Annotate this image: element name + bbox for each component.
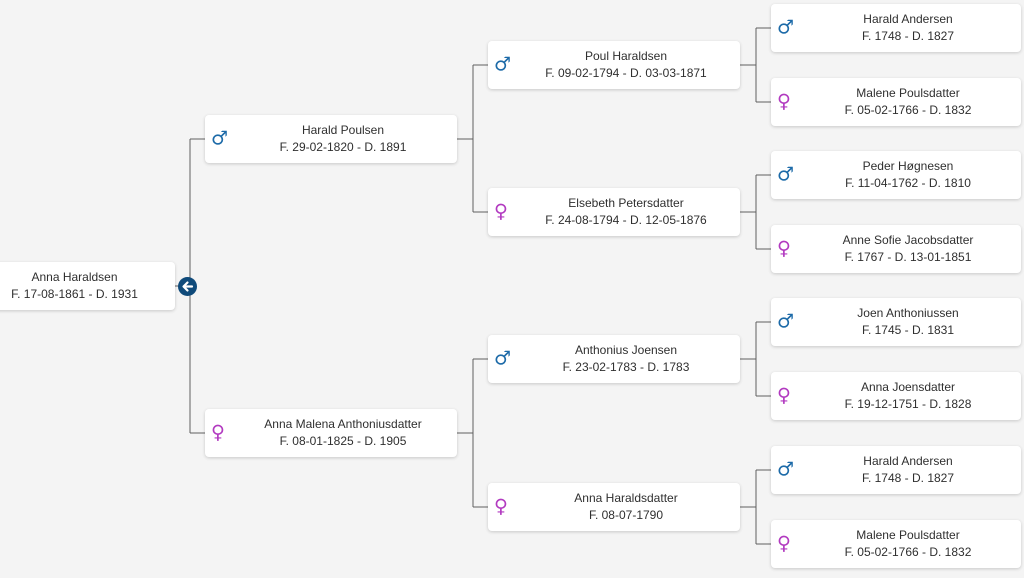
person-dates: F. 24-08-1794 - D. 12-05-1876 <box>545 213 707 227</box>
person-card-gen3-5[interactable]: ♀ Anna Joensdatter F. 19-12-1751 - D. 18… <box>771 372 1021 420</box>
person-card-gen3-4[interactable]: ♂ Joen Anthoniussen F. 1745 - D. 1831 <box>771 298 1021 346</box>
female-icon: ♀ <box>211 421 225 444</box>
male-icon: ♂ <box>777 310 795 333</box>
person-name: Peder Høgnesen <box>862 159 954 173</box>
person-name: Malene Poulsdatter <box>856 528 960 542</box>
person-name: Joen Anthoniussen <box>857 306 959 320</box>
person-name: Poul Haraldsen <box>584 49 668 63</box>
person-dates: F. 1745 - D. 1831 <box>861 323 955 337</box>
person-name: Harald Andersen <box>863 12 953 26</box>
person-card-gen3-3[interactable]: ♀ Anne Sofie Jacobsdatter F. 1767 - D. 1… <box>771 225 1021 273</box>
person-dates: F. 1748 - D. 1827 <box>861 29 955 43</box>
person-info: Anna Haraldsen F. 17-08-1861 - D. 1931 <box>0 269 169 303</box>
female-icon: ♀ <box>777 237 791 260</box>
male-icon: ♂ <box>494 53 512 76</box>
person-dates: F. 29-02-1820 - D. 1891 <box>279 140 407 154</box>
connector-gen1-bottom <box>457 358 488 508</box>
person-card-gen3-1[interactable]: ♀ Malene Poulsdatter F. 05-02-1766 - D. … <box>771 78 1021 126</box>
person-dates: F. 11-04-1762 - D. 1810 <box>845 176 971 190</box>
person-dates: F. 23-02-1783 - D. 1783 <box>562 360 690 374</box>
person-card-gen1-1[interactable]: ♀ Anna Malena Anthoniusdatter F. 08-01-1… <box>205 409 457 457</box>
female-icon: ♀ <box>494 200 508 223</box>
female-icon: ♀ <box>777 384 791 407</box>
person-card-gen2-2[interactable]: ♂ Anthonius Joensen F. 23-02-1783 - D. 1… <box>488 335 740 383</box>
connector-gen2-d <box>740 469 771 545</box>
connector-gen1-top <box>457 64 488 213</box>
person-card-gen2-0[interactable]: ♂ Poul Haraldsen F. 09-02-1794 - D. 03-0… <box>488 41 740 89</box>
person-card-gen3-0[interactable]: ♂ Harald Andersen F. 1748 - D. 1827 <box>771 4 1021 52</box>
person-name: Anna Haraldsdatter <box>574 491 678 505</box>
person-dates: F. 19-12-1751 - D. 1828 <box>844 397 972 411</box>
person-card-gen3-6[interactable]: ♂ Harald Andersen F. 1748 - D. 1827 <box>771 446 1021 494</box>
person-name: Harald Poulsen <box>301 123 385 137</box>
person-name: Elsebeth Petersdatter <box>568 196 684 210</box>
person-card-root[interactable]: Anna Haraldsen F. 17-08-1861 - D. 1931 <box>0 262 175 310</box>
male-icon: ♂ <box>777 16 795 39</box>
person-dates: F. 08-01-1825 - D. 1905 <box>279 434 407 448</box>
person-card-gen3-2[interactable]: ♂ Peder Høgnesen F. 11-04-1762 - D. 1810 <box>771 151 1021 199</box>
person-card-gen2-1[interactable]: ♀ Elsebeth Petersdatter F. 24-08-1794 - … <box>488 188 740 236</box>
person-name: Anna Malena Anthoniusdatter <box>264 417 422 431</box>
back-arrow-icon[interactable] <box>178 277 197 296</box>
male-icon: ♂ <box>777 458 795 481</box>
person-dates: F. 05-02-1766 - D. 1832 <box>844 103 972 117</box>
connector-gen2-c <box>740 321 771 397</box>
person-card-gen3-7[interactable]: ♀ Malene Poulsdatter F. 05-02-1766 - D. … <box>771 520 1021 568</box>
person-name: Malene Poulsdatter <box>856 86 960 100</box>
female-icon: ♀ <box>494 495 508 518</box>
person-dates: F. 1767 - D. 13-01-1851 <box>844 250 972 264</box>
person-name: Anna Joensdatter <box>860 380 956 394</box>
person-dates: F. 1748 - D. 1827 <box>861 471 955 485</box>
person-name: Harald Andersen <box>863 454 953 468</box>
female-icon: ♀ <box>777 90 791 113</box>
connector-gen2-b <box>740 174 771 250</box>
male-icon: ♂ <box>777 163 795 186</box>
person-dates: F. 17-08-1861 - D. 1931 <box>11 287 138 301</box>
person-dates: F. 05-02-1766 - D. 1832 <box>844 545 972 559</box>
female-icon: ♀ <box>777 532 791 555</box>
person-name: Anthonius Joensen <box>574 343 678 357</box>
connector-gen2-a <box>740 27 771 103</box>
person-dates: F. 09-02-1794 - D. 03-03-1871 <box>545 66 707 80</box>
person-card-gen2-3[interactable]: ♀ Anna Haraldsdatter F. 08-07-1790 <box>488 483 740 531</box>
person-name: Anne Sofie Jacobsdatter <box>842 233 974 247</box>
male-icon: ♂ <box>211 127 229 150</box>
person-card-gen1-0[interactable]: ♂ Harald Poulsen F. 29-02-1820 - D. 1891 <box>205 115 457 163</box>
person-dates: F. 08-07-1790 <box>588 508 664 522</box>
person-name: Anna Haraldsen <box>31 270 118 284</box>
male-icon: ♂ <box>494 347 512 370</box>
